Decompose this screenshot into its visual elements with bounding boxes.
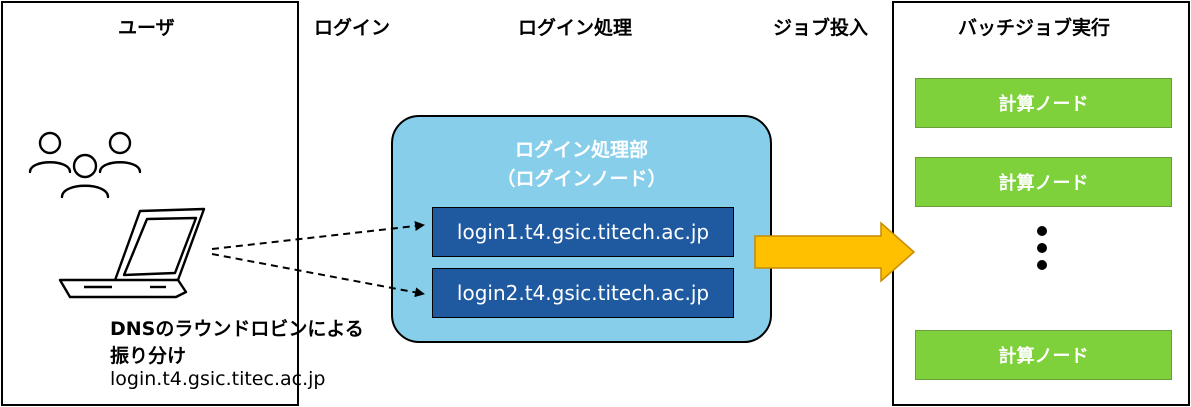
- dns-note-line2: 振り分け: [110, 345, 187, 367]
- dns-note-hostname: login.t4.gsic.titec.ac.jp: [110, 368, 326, 390]
- ellipsis-dot: [1037, 260, 1047, 270]
- login-arrow-2: [211, 253, 425, 298]
- login-arrow-1: [211, 221, 425, 250]
- user-panel: [1, 1, 299, 406]
- users-icon: [28, 131, 142, 199]
- header-job-submit: ジョブ投入: [773, 17, 869, 39]
- login-node-2: login2.t4.gsic.titech.ac.jp: [432, 268, 734, 318]
- job-submit-arrow: [754, 221, 916, 283]
- login-region-title: ログイン処理部: [514, 139, 648, 161]
- header-login: ログイン: [314, 17, 391, 39]
- compute-node: 計算ノード: [915, 157, 1172, 207]
- header-user: ユーザ: [118, 17, 175, 39]
- header-login-processing: ログイン処理: [518, 17, 633, 39]
- header-batch-exec: バッチジョブ実行: [958, 17, 1111, 39]
- login-node-1: login1.t4.gsic.titech.ac.jp: [432, 207, 734, 257]
- ellipsis-dot: [1037, 243, 1047, 253]
- compute-node: 計算ノード: [915, 78, 1172, 128]
- ellipsis-dot: [1037, 226, 1047, 236]
- compute-node: 計算ノード: [915, 330, 1172, 380]
- dns-note-line1: DNSのラウンドロビンによる: [110, 318, 364, 340]
- laptop-icon: [58, 207, 206, 299]
- login-region-subtitle: （ログインノード）: [496, 168, 667, 190]
